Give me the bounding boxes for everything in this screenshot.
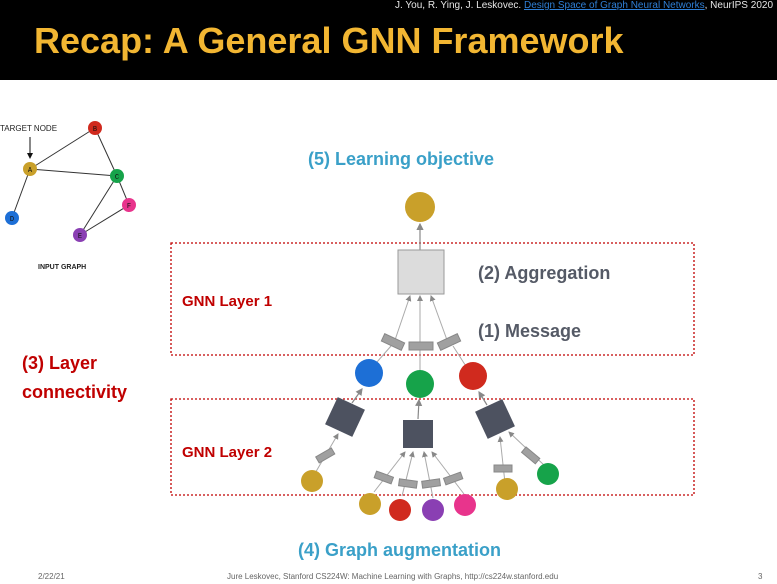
layer-2-input-purple [422,499,444,521]
gnn-layer-2-label: GNN Layer 2 [182,444,272,461]
graph-node-b [88,121,102,135]
graph-node-d [5,211,19,225]
layer-connectivity-label-line1: (3) Layer [22,353,97,373]
layer-2-input-pink [454,494,476,516]
layer-connectivity-label-line2: connectivity [22,382,127,402]
message-block [436,333,462,351]
citation: J. You, R. Ying, J. Leskovec. Design Spa… [395,0,773,11]
graph-edge [29,127,96,170]
message-arrow [431,451,465,495]
graph-edge [79,175,118,236]
graph-edge [29,168,118,177]
layer-2-computation [301,388,559,521]
message-block [380,333,406,351]
node-e-label: E [78,233,82,241]
graph-edge [11,168,31,219]
footer-credit: Jure Leskovec, Stanford CS224W: Machine … [227,572,559,581]
layer-1-node-green [406,370,434,398]
citation-authors: J. You, R. Ying, J. Leskovec. [395,0,522,11]
graph-augmentation-label: (4) Graph augmentation [298,540,501,560]
message-block [421,478,442,489]
layer-1-computation [369,192,472,383]
message-label: (1) Message [478,321,581,341]
message-block [520,446,541,465]
graph-edge [94,127,118,177]
layer-2-input-red [389,499,411,521]
page-number: 3 [758,572,763,581]
learning-objective-label: (5) Learning objective [308,149,494,169]
input-graph: TARGET NODE B A C D F E INPUT GRAPH [0,121,136,271]
message-block [408,341,434,351]
node-c-label: C [115,174,119,182]
gnn-layer-1-box [170,242,695,356]
graph-node-c [110,169,124,183]
message-arrow [394,295,412,341]
layer-2-input-green [537,463,559,485]
message-block [315,447,336,464]
message-block [397,478,418,489]
agg-arrow [415,398,423,420]
agg-arrow [478,390,488,406]
gnn-framework-diagram: TARGET NODE B A C D F E INPUT GRAPH (5) … [0,121,695,560]
layer-2-input-gold-left [301,470,323,492]
message-arrow [422,451,434,499]
gnn-layer-1-label: GNN Layer 1 [182,293,272,310]
layer-1-node-blue [355,359,383,387]
layer-2-input-gold [359,493,381,515]
footer-date: 2/22/21 [38,572,65,581]
agg-arrow [351,388,363,404]
message-arrow [373,451,406,493]
message-arrow [429,295,448,341]
title-bar: J. You, R. Ying, J. Leskovec. Design Spa… [0,0,777,80]
graph-node-e [73,228,87,242]
input-graph-caption: INPUT GRAPH [38,264,86,271]
node-a-label: A [28,167,33,175]
output-node [405,192,435,222]
layer-2-input-gold-right [496,478,518,500]
node-d-label: D [10,216,14,224]
aggregator-left [325,397,365,437]
node-b-label: B [93,126,97,134]
target-node-label: TARGET NODE [0,124,57,133]
graph-edge [79,204,130,236]
graph-node-a [23,162,37,176]
aggregation-label: (2) Aggregation [478,263,610,283]
citation-venue: , NeurIPS 2020 [704,0,773,11]
message-block [493,464,513,473]
node-f-label: F [127,203,131,211]
message-arrow [497,436,506,484]
message-block [373,470,395,485]
message-block [442,471,464,486]
aggregator-middle [403,420,433,448]
citation-link[interactable]: Design Space of Graph Neural Networks [523,0,705,11]
message-arrow [401,451,415,497]
layer-1-node-red [459,362,487,390]
slide-title: Recap: A General GNN Framework [34,20,624,61]
graph-node-f [122,198,136,212]
aggregation-box [397,249,445,295]
aggregator-right [475,399,515,439]
